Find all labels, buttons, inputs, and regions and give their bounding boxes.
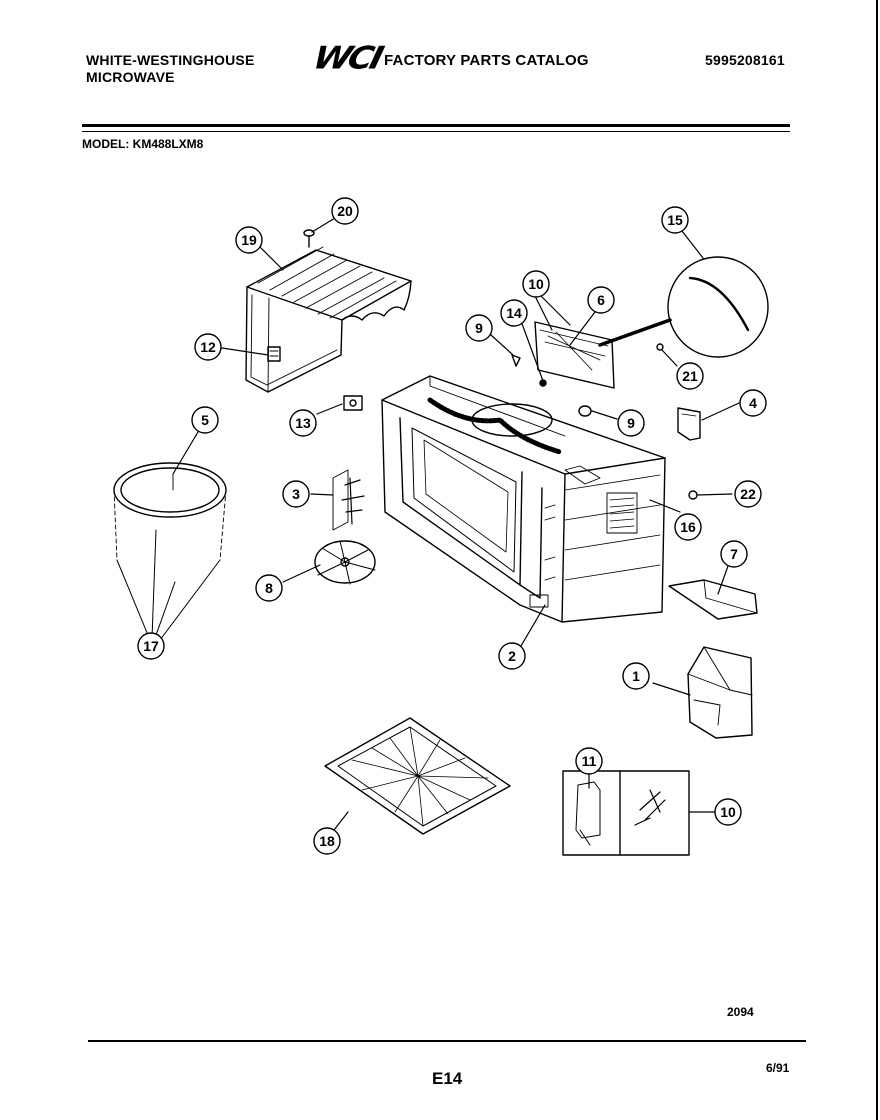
brand-name: WHITE-WESTINGHOUSE xyxy=(86,52,255,68)
callout-11: 11 xyxy=(575,747,603,775)
part-tray-18 xyxy=(324,717,511,835)
footer-rule xyxy=(88,1040,806,1042)
callout-14: 14 xyxy=(500,299,528,327)
callout-16: 16 xyxy=(674,513,702,541)
svg-text:14: 14 xyxy=(506,305,522,321)
part-switch-9 xyxy=(511,354,592,417)
svg-text:7: 7 xyxy=(730,546,738,562)
part-screw-21 xyxy=(656,343,664,351)
callout-20: 20 xyxy=(331,197,359,225)
svg-text:12: 12 xyxy=(200,339,216,355)
callout-8: 8 xyxy=(255,574,283,602)
part-kit-box xyxy=(562,770,690,856)
part-detail-15 xyxy=(598,256,769,358)
callout-19: 19 xyxy=(235,226,263,254)
part-trim-7 xyxy=(668,579,758,620)
svg-text:20: 20 xyxy=(337,203,353,219)
callout-17: 17 xyxy=(137,632,165,660)
svg-text:5: 5 xyxy=(201,412,209,428)
callout-10b: 10 xyxy=(714,798,742,826)
callout-9b: 9 xyxy=(617,409,645,437)
svg-text:22: 22 xyxy=(740,486,756,502)
callout-10a: 10 xyxy=(522,270,550,298)
svg-text:1: 1 xyxy=(632,668,640,684)
svg-text:19: 19 xyxy=(241,232,257,248)
date-code: 6/91 xyxy=(766,1061,790,1075)
part-bracket-6 xyxy=(534,321,615,389)
callout-9a: 9 xyxy=(465,314,493,342)
page-id: E14 xyxy=(432,1069,463,1088)
callout-13: 13 xyxy=(289,409,317,437)
callout-1: 1 xyxy=(622,662,650,690)
svg-text:17: 17 xyxy=(143,638,159,654)
leader-lines xyxy=(172,217,740,831)
svg-text:13: 13 xyxy=(295,415,311,431)
part-roller-ring-5 xyxy=(113,462,227,561)
part-rollers-17 xyxy=(116,529,221,641)
catalog-number: 5995208161 xyxy=(705,52,785,68)
part-screw-20 xyxy=(303,229,315,248)
part-fan-8 xyxy=(314,540,376,585)
svg-text:10: 10 xyxy=(720,804,736,820)
svg-text:10: 10 xyxy=(528,276,544,292)
svg-text:9: 9 xyxy=(475,320,483,336)
part-top-cover xyxy=(245,246,412,393)
product-type: MICROWAVE xyxy=(86,69,175,85)
part-screw-22 xyxy=(688,490,698,500)
callout-7: 7 xyxy=(720,540,748,568)
model-number: MODEL: KM488LXM8 xyxy=(82,137,204,151)
callout-5: 5 xyxy=(191,406,219,434)
part-bracket-4 xyxy=(677,407,701,441)
header-rule-thin xyxy=(82,131,790,132)
part-motor-3 xyxy=(332,469,365,531)
svg-text:2: 2 xyxy=(508,648,516,664)
callout-18: 18 xyxy=(313,827,341,855)
part-holder-13 xyxy=(343,395,363,411)
svg-text:16: 16 xyxy=(680,519,696,535)
header-rule-thick xyxy=(82,124,790,127)
callout-2: 2 xyxy=(498,642,526,670)
callout-12: 12 xyxy=(194,333,222,361)
svg-text:11: 11 xyxy=(582,753,597,769)
callout-15: 15 xyxy=(661,206,689,234)
svg-text:6: 6 xyxy=(597,292,605,308)
part-cavity-cabinet xyxy=(381,375,666,623)
page-border xyxy=(876,0,878,1120)
callout-6: 6 xyxy=(587,286,615,314)
svg-text:15: 15 xyxy=(667,212,683,228)
svg-text:18: 18 xyxy=(319,833,335,849)
svg-text:4: 4 xyxy=(749,395,757,411)
figure-number: 2094 xyxy=(727,1005,754,1019)
catalog-title: FACTORY PARTS CATALOG xyxy=(384,52,589,69)
part-duct-1 xyxy=(687,646,753,739)
callout-21: 21 xyxy=(676,362,704,390)
svg-text:21: 21 xyxy=(682,368,698,384)
part-latch-12 xyxy=(267,346,281,362)
callout-3: 3 xyxy=(282,480,310,508)
svg-text:9: 9 xyxy=(627,415,635,431)
callout-4: 4 xyxy=(739,389,767,417)
svg-text:3: 3 xyxy=(292,486,300,502)
svg-text:8: 8 xyxy=(265,580,273,596)
callout-22: 22 xyxy=(734,480,762,508)
